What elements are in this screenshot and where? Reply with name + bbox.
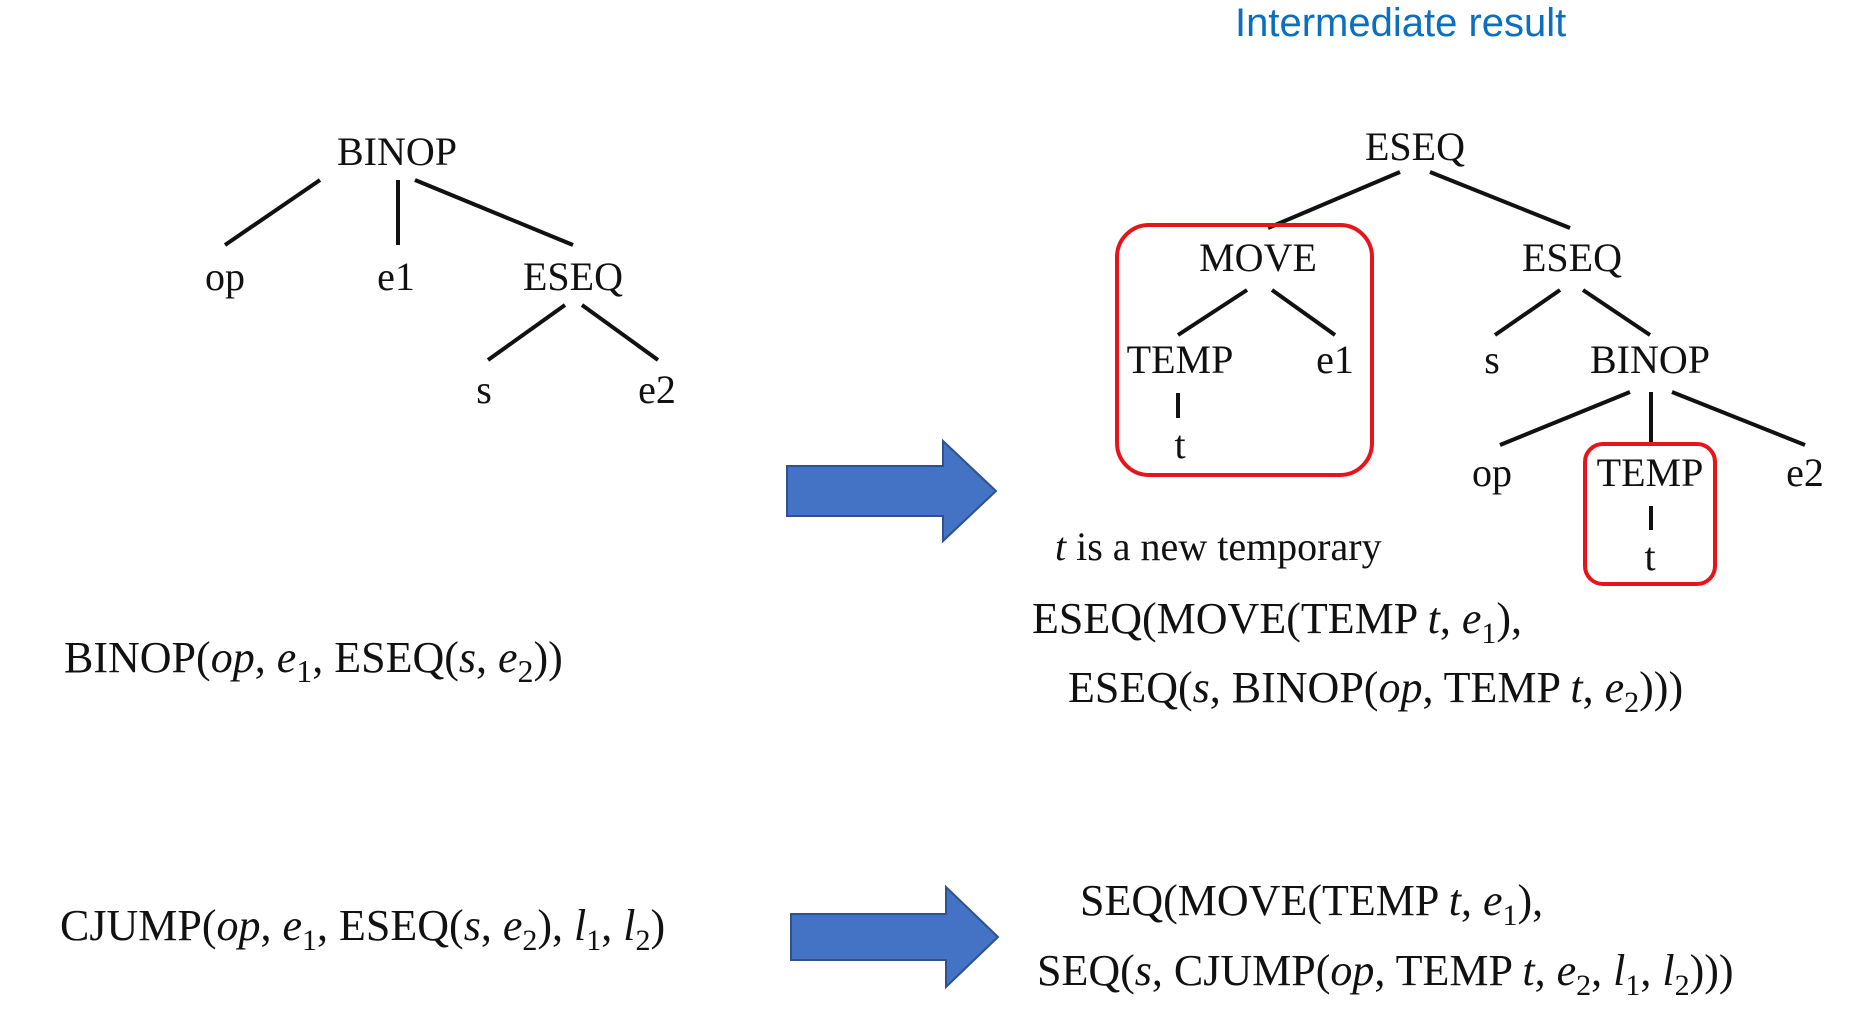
formula-cjump-original: CJUMP(op, e1, ESEQ(s, e2), l1, l2) [60, 901, 665, 957]
right-tree: ESEQ MOVE TEMP t e1 ESEQ s BINOP op TEMP… [1115, 124, 1824, 586]
node-temp-2: TEMP [1597, 450, 1704, 495]
node-e2: e2 [1786, 450, 1824, 495]
right-arrow-icon [790, 884, 1000, 990]
formula-binop-original: BINOP(op, e1, ESEQ(s, e2)) [64, 633, 563, 689]
highlight-box-temp [1583, 442, 1717, 586]
formula-binop-rewritten-line1: ESEQ(MOVE(TEMP t, e1), [1032, 594, 1522, 650]
temporary-note: t is a new temporary [1055, 524, 1382, 569]
node-s: s [1484, 337, 1500, 382]
edge-eseq2-binop [1581, 288, 1652, 337]
edge-move-e1 [1270, 288, 1337, 337]
node-eseq-2: ESEQ [1522, 235, 1622, 280]
node-e1: e1 [377, 254, 415, 299]
intermediate-result-caption: Intermediate result [1235, 1, 1566, 45]
node-temp-1: TEMP [1127, 337, 1234, 382]
node-op: op [205, 254, 245, 299]
right-arrow-icon [786, 438, 998, 544]
node-binop: BINOP [337, 129, 457, 174]
edge-eseq-eseq [1429, 170, 1571, 230]
edge-binop-op2 [1499, 390, 1631, 447]
node-e1: e1 [1316, 337, 1354, 382]
node-t-2: t [1644, 534, 1655, 579]
node-e2: e2 [638, 367, 676, 412]
edge-binop-eseq [414, 178, 574, 247]
node-s: s [476, 367, 492, 412]
edge-binop-op [223, 178, 322, 247]
node-t-1: t [1174, 422, 1185, 467]
edge-binop-e2 [1671, 390, 1806, 447]
node-eseq-root: ESEQ [1365, 124, 1465, 169]
node-move: MOVE [1199, 235, 1317, 280]
highlight-box-move [1115, 223, 1374, 477]
node-eseq: ESEQ [523, 254, 623, 299]
formula-cjump-rewritten-line2: SEQ(s, CJUMP(op, TEMP t, e2, l1, l2))) [1037, 946, 1734, 1002]
edge-eseq-s [486, 303, 567, 362]
formula-cjump-rewritten-line1: SEQ(MOVE(TEMP t, e1), [1080, 876, 1543, 932]
left-tree: BINOP op e1 ESEQ s e2 [205, 129, 676, 412]
formula-binop-rewritten-line2: ESEQ(s, BINOP(op, TEMP t, e2))) [1068, 663, 1683, 719]
edge-eseq-move [1267, 170, 1401, 230]
node-op: op [1472, 450, 1512, 495]
node-binop: BINOP [1590, 337, 1710, 382]
edge-move-temp [1176, 288, 1249, 337]
edge-eseq-e2 [580, 303, 660, 362]
edge-eseq2-s [1493, 288, 1562, 337]
